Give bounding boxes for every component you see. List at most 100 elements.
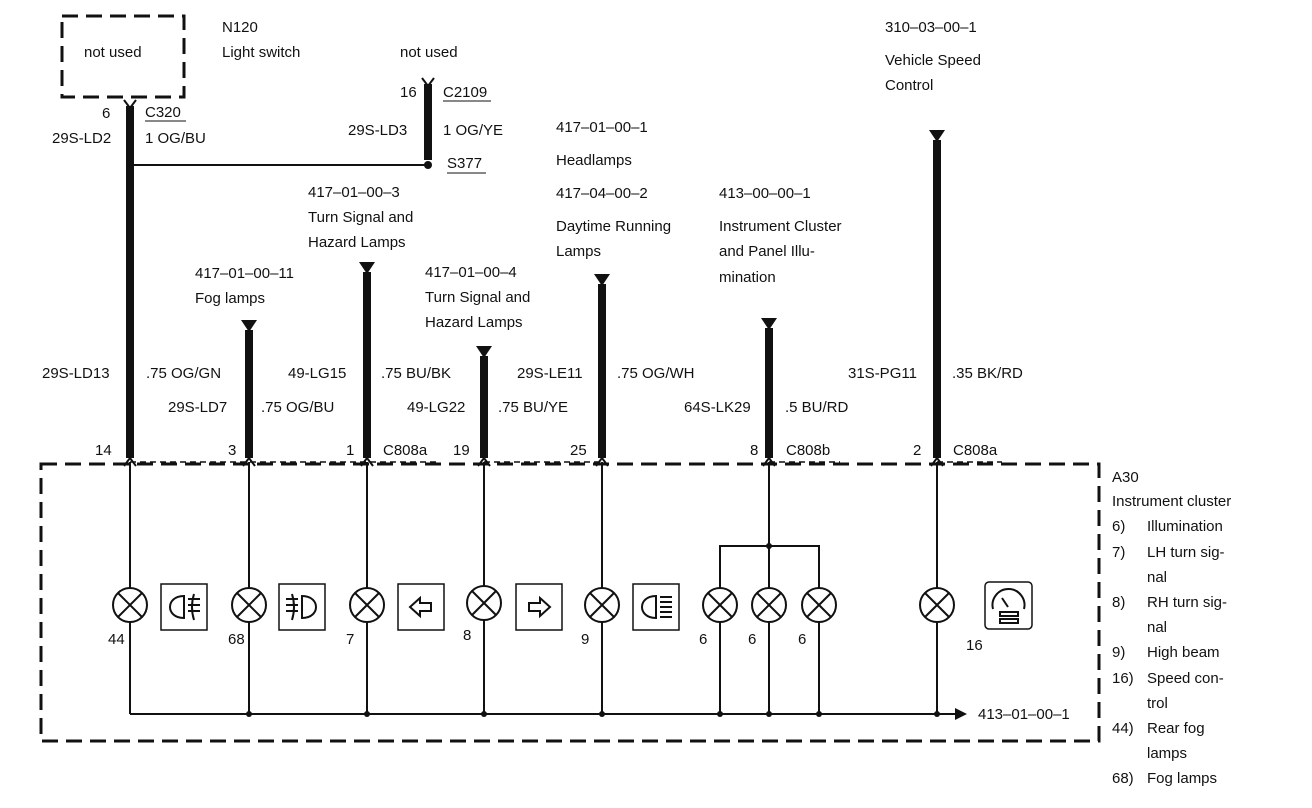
wire-05-bu-rd: .5 BU/RD bbox=[785, 399, 849, 416]
legend-text-68: Fog lamps bbox=[1147, 770, 1217, 787]
pin-19: 19 bbox=[453, 442, 470, 459]
ic-c: mination bbox=[719, 269, 776, 286]
ground-arrow bbox=[955, 708, 967, 720]
legend-text-44b: lamps bbox=[1147, 745, 1187, 762]
wire-075-bu-ye: .75 BU/YE bbox=[498, 399, 568, 416]
pin-16-top: 16 bbox=[400, 84, 417, 101]
lamp-label-16: 16 bbox=[966, 637, 983, 654]
legend-text-8a: RH turn sig- bbox=[1147, 594, 1227, 611]
wire-075-og-bu: .75 OG/BU bbox=[261, 399, 334, 416]
wire-29s-ld7: 29S-LD7 bbox=[168, 399, 227, 416]
vsc-line2: Control bbox=[885, 77, 933, 94]
ic-a: Instrument Cluster bbox=[719, 218, 842, 235]
pin-6-label: 6 bbox=[102, 105, 110, 122]
lamp-68 bbox=[231, 587, 267, 623]
splice-s377: S377 bbox=[447, 155, 482, 172]
legend-text-16b: trol bbox=[1147, 695, 1168, 712]
lamp-label-6c: 6 bbox=[798, 631, 806, 648]
lamp-label-68: 68 bbox=[228, 631, 245, 648]
fog-lamps-ref: Fog lamps bbox=[195, 290, 265, 307]
rear-fog-lamp-icon bbox=[160, 583, 208, 631]
pin-2: 2 bbox=[913, 442, 921, 459]
legend-text-44a: Rear fog bbox=[1147, 720, 1205, 737]
n120-id: N120 bbox=[222, 19, 258, 36]
splice-s377-dot bbox=[424, 161, 432, 169]
high-beam-icon bbox=[632, 583, 680, 631]
lamp-6a bbox=[702, 587, 738, 623]
legend-num-8: 8) bbox=[1112, 594, 1125, 611]
wire-29s-ld3: 29S-LD3 bbox=[348, 122, 407, 139]
legend-text-6: Illumination bbox=[1147, 518, 1223, 535]
pin-25: 25 bbox=[570, 442, 587, 459]
lamp-label-6a: 6 bbox=[699, 631, 707, 648]
ref-417-01-00-1: 417–01–00–1 bbox=[556, 119, 648, 136]
connector-c320: C320 bbox=[145, 104, 181, 121]
not-used-label-mid: not used bbox=[400, 44, 458, 61]
ref-417-04-00-2: 417–04–00–2 bbox=[556, 185, 648, 202]
n120-name: Light switch bbox=[222, 44, 300, 61]
wire-29s-ld13: 29S-LD13 bbox=[42, 365, 110, 382]
pin-1: 1 bbox=[346, 442, 354, 459]
connector-c808b: C808b bbox=[786, 442, 830, 459]
wire-075-og-wh: .75 OG/WH bbox=[617, 365, 695, 382]
lh-turn-arrow-icon bbox=[397, 583, 445, 631]
legend-text-16a: Speed con- bbox=[1147, 670, 1224, 687]
wire-1-og-bu: 1 OG/BU bbox=[145, 130, 206, 147]
lamp-6b bbox=[751, 587, 787, 623]
cluster-boundary bbox=[39, 462, 1101, 743]
arrow-lk29 bbox=[761, 318, 777, 330]
legend-num-9: 9) bbox=[1112, 644, 1125, 661]
fog-lamp-icon bbox=[278, 583, 326, 631]
pin-3: 3 bbox=[228, 442, 236, 459]
turn-sig-1a: Turn Signal and bbox=[308, 209, 413, 226]
lamp-label-7: 7 bbox=[346, 631, 354, 648]
not-used-label-left: not used bbox=[84, 44, 142, 61]
lamp-label-6b: 6 bbox=[748, 631, 756, 648]
arrow-lg22 bbox=[476, 346, 492, 358]
vsc-line1: Vehicle Speed bbox=[885, 52, 981, 69]
ref-417-01-00-4: 417–01–00–4 bbox=[425, 264, 517, 281]
arrow-vsc bbox=[929, 130, 945, 142]
connector-c808a-2: C808a bbox=[953, 442, 998, 459]
pin-8: 8 bbox=[750, 442, 758, 459]
arrow-le11 bbox=[594, 274, 610, 286]
ground-junctions bbox=[246, 543, 940, 717]
drl-b: Lamps bbox=[556, 243, 601, 260]
wire-49-lg22: 49-LG22 bbox=[407, 399, 465, 416]
pin-14: 14 bbox=[95, 442, 112, 459]
legend-text-8b: nal bbox=[1147, 619, 1167, 636]
wire-29s-ld2: 29S-LD2 bbox=[52, 130, 111, 147]
ground-ref: 413–01–00–1 bbox=[978, 706, 1070, 723]
lamp-9 bbox=[584, 587, 620, 623]
wire-075-og-gn: .75 OG/GN bbox=[146, 365, 221, 382]
wire-1-og-ye: 1 OG/YE bbox=[443, 122, 503, 139]
lamp-7 bbox=[349, 587, 385, 623]
speed-control-icon bbox=[984, 581, 1033, 630]
wire-29s-le11: 29S-LE11 bbox=[517, 365, 583, 382]
legend-num-7: 7) bbox=[1112, 544, 1125, 561]
turn-sig-1b: Hazard Lamps bbox=[308, 234, 406, 251]
ref-413-00-00-1: 413–00–00–1 bbox=[719, 185, 811, 202]
legend-title: Instrument cluster bbox=[1112, 493, 1231, 510]
arrow-lg15 bbox=[359, 262, 375, 274]
wire-64s-lk29: 64S-LK29 bbox=[684, 399, 751, 416]
legend-text-7b: nal bbox=[1147, 569, 1167, 586]
legend-num-68: 68) bbox=[1112, 770, 1134, 787]
rh-turn-arrow-icon bbox=[515, 583, 563, 631]
lamp-44 bbox=[112, 587, 148, 623]
connector-c808a-1: C808a bbox=[383, 442, 428, 459]
turn-sig-2a: Turn Signal and bbox=[425, 289, 530, 306]
wire-035-bk-rd: .35 BK/RD bbox=[952, 365, 1023, 382]
connector-c2109: C2109 bbox=[443, 84, 487, 101]
turn-sig-2b: Hazard Lamps bbox=[425, 314, 523, 331]
ref-417-01-00-11: 417–01–00–11 bbox=[195, 265, 294, 282]
wire-49-lg15: 49-LG15 bbox=[288, 365, 346, 382]
legend-num-16: 16) bbox=[1112, 670, 1134, 687]
legend-a30: A30 bbox=[1112, 469, 1139, 486]
legend-num-44: 44) bbox=[1112, 720, 1134, 737]
ic-b: and Panel Illu- bbox=[719, 243, 815, 260]
lamp-label-44: 44 bbox=[108, 631, 125, 648]
lamp-6c bbox=[801, 587, 837, 623]
wire-31s-pg11: 31S-PG11 bbox=[848, 365, 917, 382]
lamp-8 bbox=[466, 585, 502, 621]
